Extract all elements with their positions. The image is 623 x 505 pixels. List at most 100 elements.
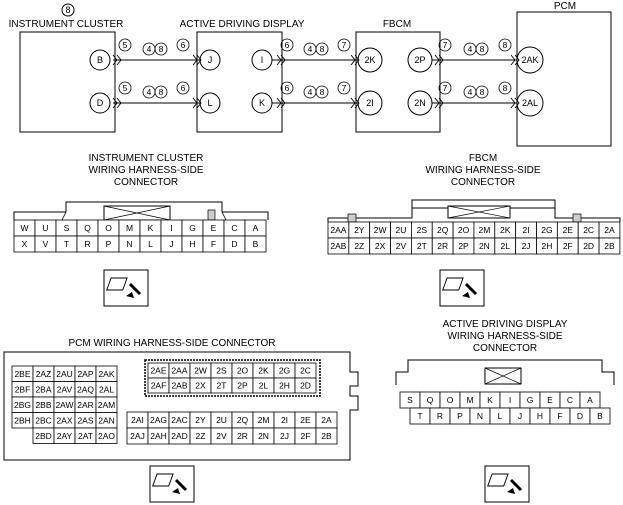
fbcm-pin-label: 2O xyxy=(458,225,470,235)
pcm-title: PCM xyxy=(554,1,576,12)
pcm-box xyxy=(516,11,612,147)
pcm-bottom-pin-label: 2AD xyxy=(171,431,188,441)
pcm-bottom-pin-label: 2B xyxy=(321,431,332,441)
ic-pin-label: J xyxy=(169,239,173,249)
fbcm-pin-label: 2E xyxy=(563,225,574,235)
pcm-left-pin-label: 2BC xyxy=(35,415,52,425)
wire-note: 6 xyxy=(181,40,186,50)
ad-pin-label: E xyxy=(547,395,553,405)
ad-pin-label: N xyxy=(477,411,483,421)
ad-pin-label: Q xyxy=(427,395,434,405)
ad-pin-cell xyxy=(589,407,611,425)
connector-housings xyxy=(3,199,621,461)
ic-pin-label: L xyxy=(148,239,153,249)
ad-pin-label: S xyxy=(407,395,413,405)
ic-pin-label: H xyxy=(189,239,195,249)
ad-pin-label: M xyxy=(466,395,473,405)
wire-note: 4 xyxy=(147,87,152,97)
wire-note: 8 xyxy=(320,44,325,54)
ic-housing xyxy=(13,201,269,220)
fbcm-pin-label: 2I xyxy=(523,225,530,235)
pcm-top-pin-label: 2D xyxy=(300,381,311,391)
fbcm-pin-label: 2B xyxy=(604,241,615,251)
pcm-top-pin-label: 2W xyxy=(194,366,207,376)
pcm-bottom-pin-label: 2Z xyxy=(196,431,206,441)
fbcm-pin-label: 2M xyxy=(478,225,490,235)
ad-pin-label: O xyxy=(447,395,454,405)
wire-note: 8 xyxy=(480,44,485,54)
wire-note: 7 xyxy=(443,83,448,93)
pin-label: 2K xyxy=(364,55,375,65)
ic-pin-label: B xyxy=(253,239,259,249)
fbcm-pin-label: 2Q xyxy=(437,225,449,235)
pin-label: B xyxy=(97,55,103,65)
pcm-bottom-pin-label: 2U xyxy=(216,415,227,425)
ic-connector-title: INSTRUMENT CLUSTER xyxy=(89,153,204,164)
wire-note: 7 xyxy=(443,40,448,50)
ad-pin-label: D xyxy=(577,411,583,421)
fbcm-connector-title: CONNECTOR xyxy=(451,177,515,188)
ad-pin-label: F xyxy=(557,411,562,421)
ic-pin-label: V xyxy=(43,239,49,249)
pin-label: J xyxy=(208,55,213,65)
ad-pin-label: C xyxy=(567,395,573,405)
pcm-top-pin-label: 2S xyxy=(216,366,227,376)
wire-note: 4 xyxy=(308,44,313,54)
pcm-bottom-pin-label: 2AJ xyxy=(130,431,145,441)
ic-pin-label: I xyxy=(170,223,172,233)
ad-pin-label: R xyxy=(437,411,443,421)
wire-note: 4 xyxy=(468,87,473,97)
pcm-bottom-pin-label: 2N xyxy=(258,431,269,441)
pcm-bottom-pin-label: 2V xyxy=(216,431,227,441)
fbcm-pin-label: 2L xyxy=(500,241,510,251)
pcm-top-pin-label: 2AE xyxy=(150,366,166,376)
pcm-left-pin-label: 2AU xyxy=(56,369,73,379)
ad-pin-label: B xyxy=(597,411,603,421)
pcm-top-pin-label: 2T xyxy=(217,381,227,391)
pcm-bottom-pin-label: 2J xyxy=(280,431,289,441)
ad-pin-label: K xyxy=(487,395,493,405)
pcm-left-pin-label: 2AK xyxy=(98,369,114,379)
wire-note: 8 xyxy=(503,83,508,93)
pcm-top-pin-label: 2X xyxy=(195,381,206,391)
pcm-top-pin-label: 2G xyxy=(279,366,290,376)
pin-label: 2AK xyxy=(521,55,538,65)
fbcm-pin-label: 2R xyxy=(437,241,448,251)
fbcm-pin-label: 2Z xyxy=(354,241,364,251)
fbcm-pin-label: 2V xyxy=(396,241,407,251)
pin-label: D xyxy=(97,98,104,108)
pin-label: I xyxy=(261,55,264,65)
wire-note: 8 xyxy=(320,87,325,97)
wire-note: 8 xyxy=(480,87,485,97)
wire-note: 4 xyxy=(147,44,152,54)
pcm-left-pin-label: 2BA xyxy=(35,384,51,394)
pcm-left-pin-label: 2BD xyxy=(35,431,52,441)
fbcm-pin-label: 2X xyxy=(375,241,386,251)
pcm-top-pin-label: 2AA xyxy=(171,366,187,376)
ic-pin-label: R xyxy=(84,239,90,249)
fbcm-pin-label: 2D xyxy=(583,241,594,251)
wire-note: 8 xyxy=(159,87,164,97)
pcm-top-pin-label: 2K xyxy=(258,366,269,376)
pcm-left-pin-label: 2AR xyxy=(77,400,94,410)
pcm-left-pin-label: 2AL xyxy=(99,384,114,394)
ic-pin-cell xyxy=(244,235,267,253)
pin-label: 2N xyxy=(414,98,426,108)
wire-note: 6 xyxy=(285,83,290,93)
pcm-top-pin-label: 2AF xyxy=(151,381,167,391)
fbcm-pin-label: 2Y xyxy=(354,225,365,235)
ad-connector-title: ACTIVE DRIVING DISPLAY xyxy=(443,319,568,330)
fbcm-pin-label: 2J xyxy=(522,241,531,251)
ad-pin-label: P xyxy=(457,411,463,421)
pcm-top-pin-label: 2C xyxy=(300,366,311,376)
pcm-left-pin-label: 2AY xyxy=(57,431,73,441)
pcm-bottom-pin-label: 2AH xyxy=(150,431,167,441)
active-display-title: ACTIVE DRIVING DISPLAY xyxy=(180,19,305,30)
ic-pin-label: X xyxy=(22,239,28,249)
pcm-connector-title: PCM WIRING HARNESS-SIDE CONNECTOR xyxy=(68,338,275,349)
pcm-bottom-pin-label: 2M xyxy=(258,415,270,425)
fbcm-title: FBCM xyxy=(383,19,411,30)
ad-pin-label: J xyxy=(518,411,522,421)
ad-connector-title: CONNECTOR xyxy=(473,343,537,354)
fbcm-pin-label: 2AA xyxy=(330,225,346,235)
